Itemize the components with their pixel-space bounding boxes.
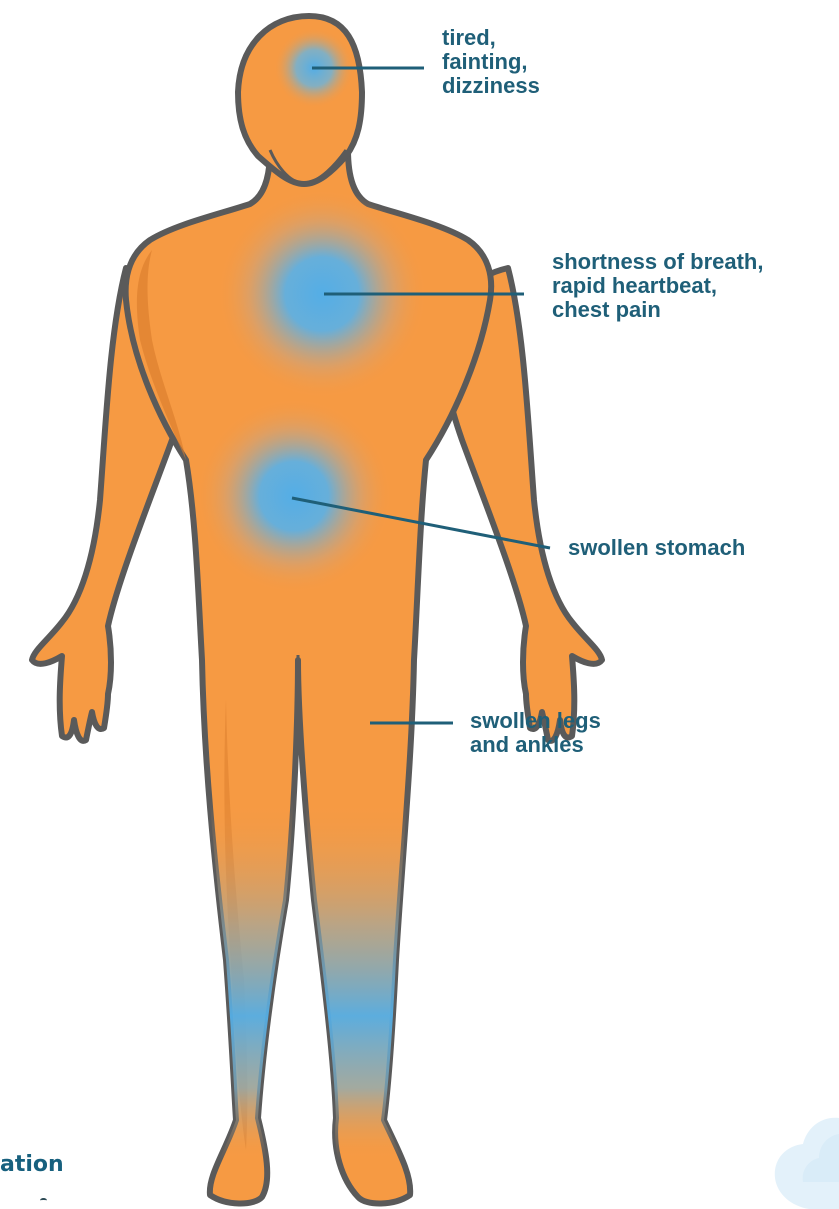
head-symptoms-label: tired, fainting, dizziness [442,26,540,98]
chest-symptom-2: rapid heartbeat, [552,274,763,298]
head-symptom-2: fainting, [442,50,540,74]
stomach-symptoms-label: swollen stomach [568,536,745,560]
legs-highlight [196,800,426,1160]
legs-symptom-1: swollen legs [470,709,601,733]
stomach-symptom-1: swollen stomach [568,536,745,560]
head-symptom-3: dizziness [442,74,540,98]
cropped-heading-fragment: ation [0,1152,64,1178]
chest-symptom-3: chest pain [552,298,763,322]
head-symptom-1: tired, [442,26,540,50]
legs-symptoms-label: swollen legs and ankles [470,709,601,757]
chest-symptoms-label: shortness of breath, rapid heartbeat, ch… [552,250,763,322]
cloud-decoration-icon [769,1090,839,1209]
chest-symptom-1: shortness of breath, [552,250,763,274]
stomach-highlight [196,398,392,594]
legs-symptom-2: and ankles [470,733,601,757]
cropped-text-fragment [40,1198,47,1203]
